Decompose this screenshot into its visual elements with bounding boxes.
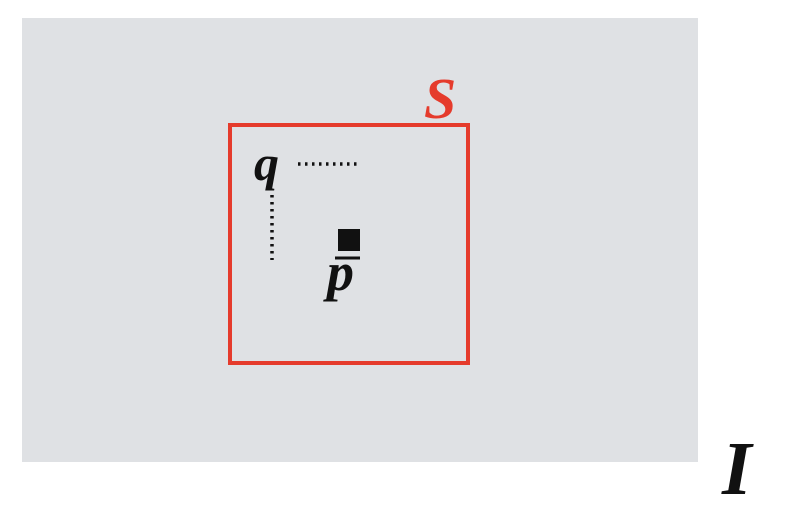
neighbor-pixel-label: q (254, 135, 279, 191)
center-pixel-marker (338, 229, 360, 251)
image-label: I (721, 427, 754, 511)
window-label: S (424, 66, 456, 131)
window-square (228, 123, 470, 365)
center-pixel-label: p (323, 242, 354, 302)
